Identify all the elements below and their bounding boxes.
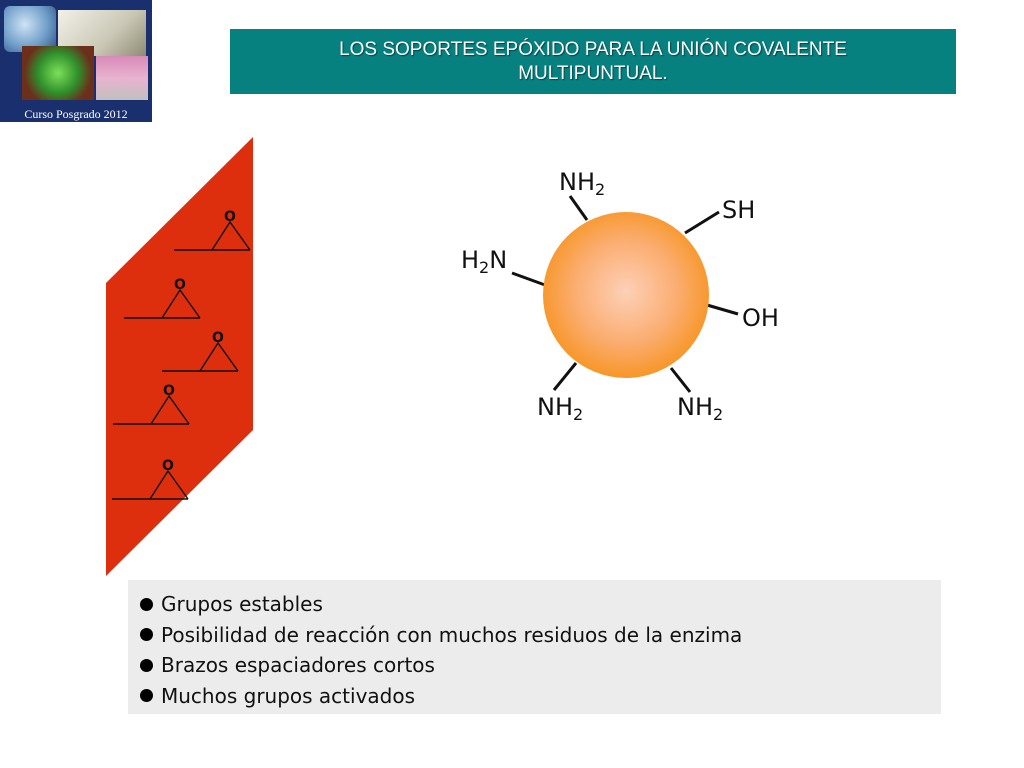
bond-bottom-left-nh2 — [552, 362, 578, 391]
list-item: Grupos estables — [140, 589, 941, 620]
list-item: Brazos espaciadores cortos — [140, 650, 941, 681]
list-item: Posibilidad de reacción con muchos resid… — [140, 620, 941, 651]
logo-image-crystal — [22, 46, 94, 100]
enzyme-sphere — [543, 212, 709, 378]
slide-title-text: LOS SOPORTES EPÓXIDO PARA LA UNIÓN COVAL… — [339, 38, 847, 84]
bond-bottom-right-nh2 — [669, 367, 692, 393]
epoxide-group: O — [112, 458, 189, 500]
epoxide-group: O — [162, 330, 239, 372]
properties-box: Grupos estables Posibilidad de reacción … — [128, 580, 941, 714]
epoxide-group: O — [113, 383, 190, 425]
bullet-dot-icon — [140, 689, 153, 703]
bond-sh — [684, 210, 720, 235]
epoxide-oxygen-label: O — [212, 330, 224, 346]
list-item-text: Grupos estables — [161, 592, 323, 617]
course-logo: Curso Posgrado 2012 — [0, 0, 152, 122]
group-label-sh: SH — [722, 196, 755, 224]
list-item-text: Muchos grupos activados — [161, 683, 416, 708]
list-item-text: Posibilidad de reacción con muchos resid… — [161, 622, 743, 647]
group-label-bottom-left-nh2: NH2 — [537, 393, 583, 424]
slide-title: LOS SOPORTES EPÓXIDO PARA LA UNIÓN COVAL… — [230, 29, 956, 94]
group-label-top-nh2: NH2 — [559, 168, 605, 199]
bullet-dot-icon — [140, 628, 153, 642]
epoxide-support-plane — [106, 137, 253, 576]
epoxide-oxygen-label: O — [224, 209, 236, 225]
list-item: Muchos grupos activados — [140, 681, 941, 712]
epoxide-group: O — [124, 277, 201, 319]
logo-caption: Curso Posgrado 2012 — [24, 107, 128, 121]
bond-h2n — [511, 271, 546, 287]
bullet-dot-icon — [140, 597, 153, 611]
enzyme-bonds — [511, 195, 739, 393]
logo-image-flask — [96, 56, 148, 100]
bullet-dot-icon — [140, 658, 153, 672]
group-label-h2n: H2N — [461, 246, 507, 277]
list-item-text: Brazos espaciadores cortos — [161, 653, 435, 678]
epoxide-oxygen-label: O — [174, 277, 186, 293]
group-label-oh: OH — [742, 304, 779, 332]
epoxide-group: O — [174, 209, 251, 251]
epoxide-oxygen-label: O — [162, 458, 174, 474]
bond-oh — [706, 303, 739, 316]
epoxide-oxygen-label: O — [163, 383, 175, 399]
group-label-bottom-right-nh2: NH2 — [677, 393, 723, 424]
bond-top-nh2 — [568, 195, 589, 221]
logo-image-molecule — [4, 6, 56, 52]
